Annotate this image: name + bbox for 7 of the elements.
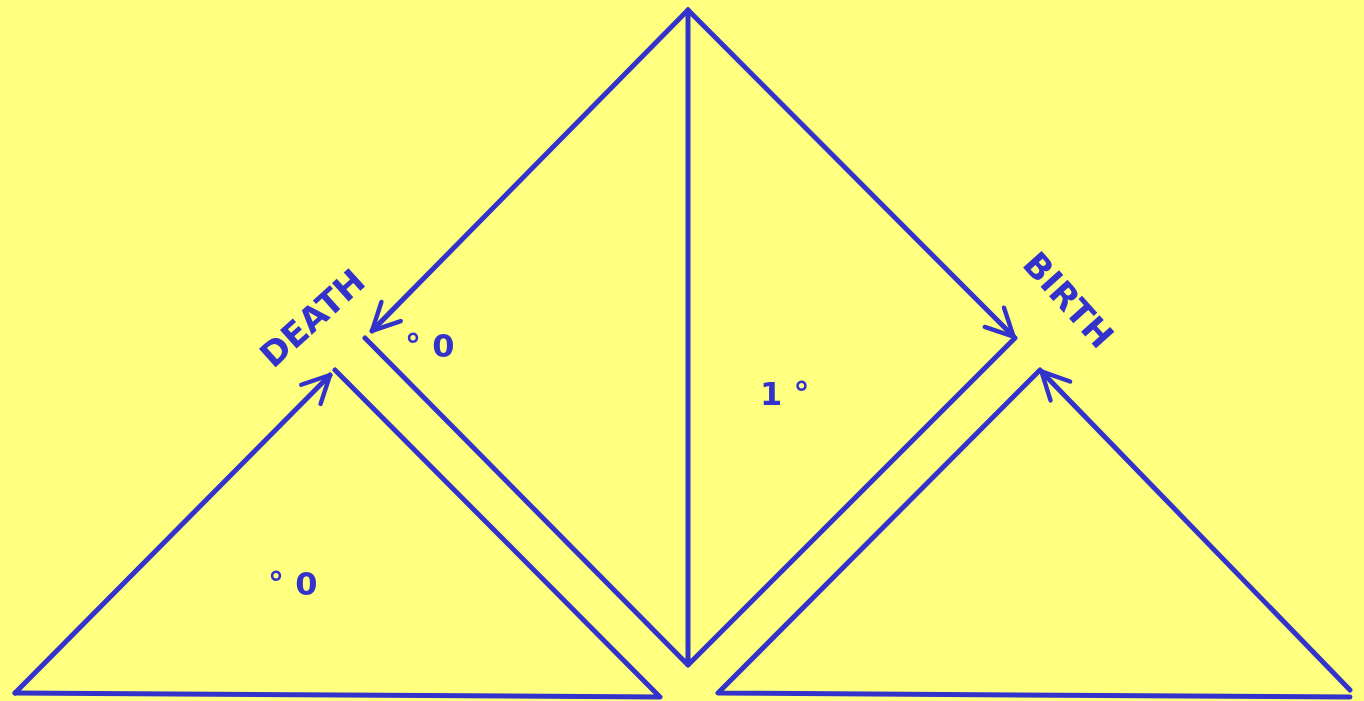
arrow (12, 372, 333, 696)
arrow (1038, 368, 1353, 693)
state-label: ° 0 (268, 568, 318, 600)
arrow (685, 7, 1017, 340)
arrow (369, 7, 691, 334)
state-label: 1 ° (760, 378, 810, 410)
state-label: ° 0 (405, 330, 455, 362)
